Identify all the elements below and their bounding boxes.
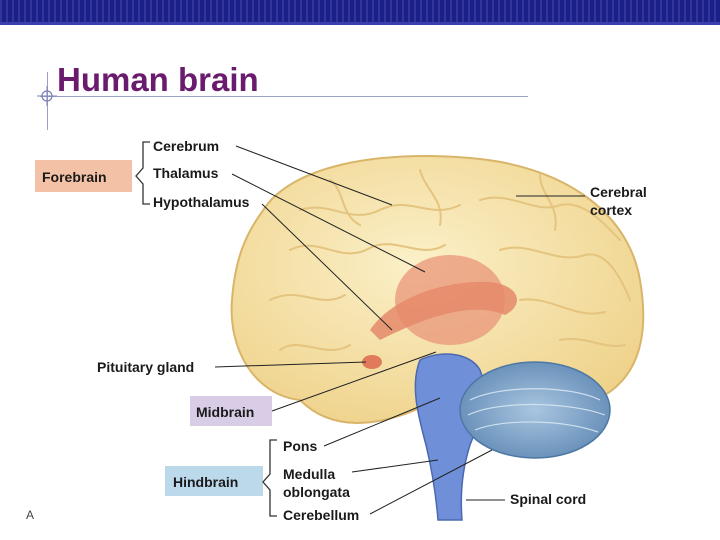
label-cerebral-cortex-2: cortex xyxy=(590,202,632,218)
label-spinal-cord: Spinal cord xyxy=(510,491,586,507)
label-cerebrum: Cerebrum xyxy=(153,138,219,154)
leader-hypothalamus xyxy=(261,203,393,331)
leader-cerebrum xyxy=(235,145,393,206)
header-bar xyxy=(0,0,720,22)
hindbrain-box xyxy=(165,466,263,496)
label-thalamus: Thalamus xyxy=(153,165,219,181)
hindbrain-brace xyxy=(262,439,277,517)
leader-lines xyxy=(214,145,585,515)
crosshair-icon xyxy=(37,86,57,106)
label-cerebral-cortex-1: Cerebral xyxy=(590,184,647,200)
label-medulla-1: Medulla xyxy=(283,466,335,482)
slide-footer: A xyxy=(26,508,35,522)
hindbrain-label: Hindbrain xyxy=(173,474,238,490)
label-medulla-2: oblongata xyxy=(283,484,350,500)
leader-thalamus xyxy=(231,173,426,273)
forebrain-box xyxy=(35,160,132,192)
leader-midbrain xyxy=(271,351,437,412)
cortex-folds xyxy=(269,169,631,351)
midbrain-label: Midbrain xyxy=(196,404,254,420)
label-pituitary: Pituitary gland xyxy=(97,359,194,375)
label-hypothalamus: Hypothalamus xyxy=(153,194,250,210)
forebrain-label: Forebrain xyxy=(42,169,107,185)
forebrain-brace xyxy=(135,141,150,205)
slide-title: Human brain xyxy=(57,61,259,98)
midbrain-box xyxy=(190,396,272,426)
leader-cerebellum xyxy=(369,449,493,515)
cerebellum-shape xyxy=(459,361,611,459)
leader-pons xyxy=(323,397,441,447)
label-pons: Pons xyxy=(283,438,317,454)
pituitary-shape xyxy=(362,355,382,369)
title-underline xyxy=(40,96,528,97)
leader-pituitary xyxy=(214,361,367,368)
label-cerebellum: Cerebellum xyxy=(283,507,359,523)
leader-medulla xyxy=(351,459,439,473)
cerebellum-folds xyxy=(467,388,606,433)
header-bar-edge xyxy=(0,22,720,25)
header-bar-pattern xyxy=(0,0,720,22)
corpus-callosum xyxy=(370,281,517,340)
